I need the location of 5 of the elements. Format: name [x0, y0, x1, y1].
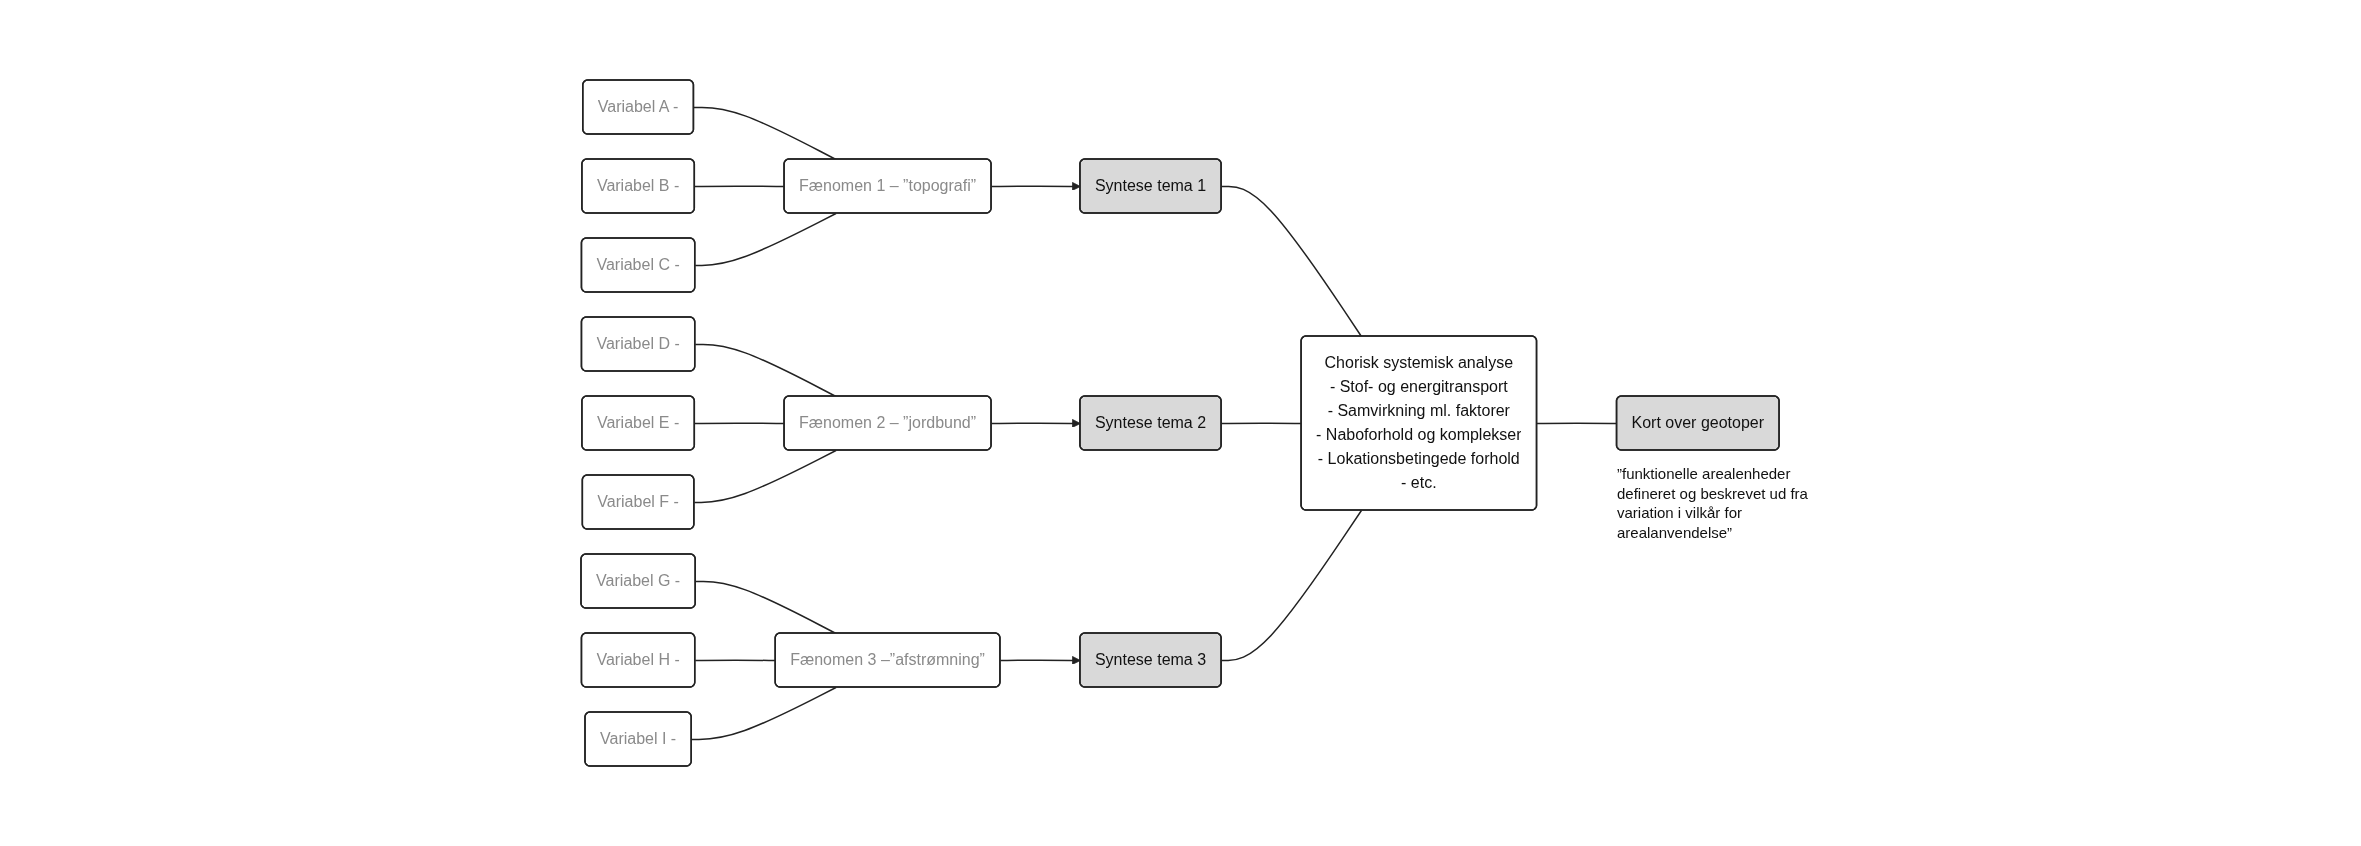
connector [1221, 509, 1363, 662]
connector [1221, 185, 1363, 338]
note-text: ”funktionelle arealenheder defineret og beskrevet ud fra variation i vilkår for arealanvendelse” [1617, 464, 1809, 542]
connector [691, 686, 838, 741]
connector [694, 449, 838, 504]
